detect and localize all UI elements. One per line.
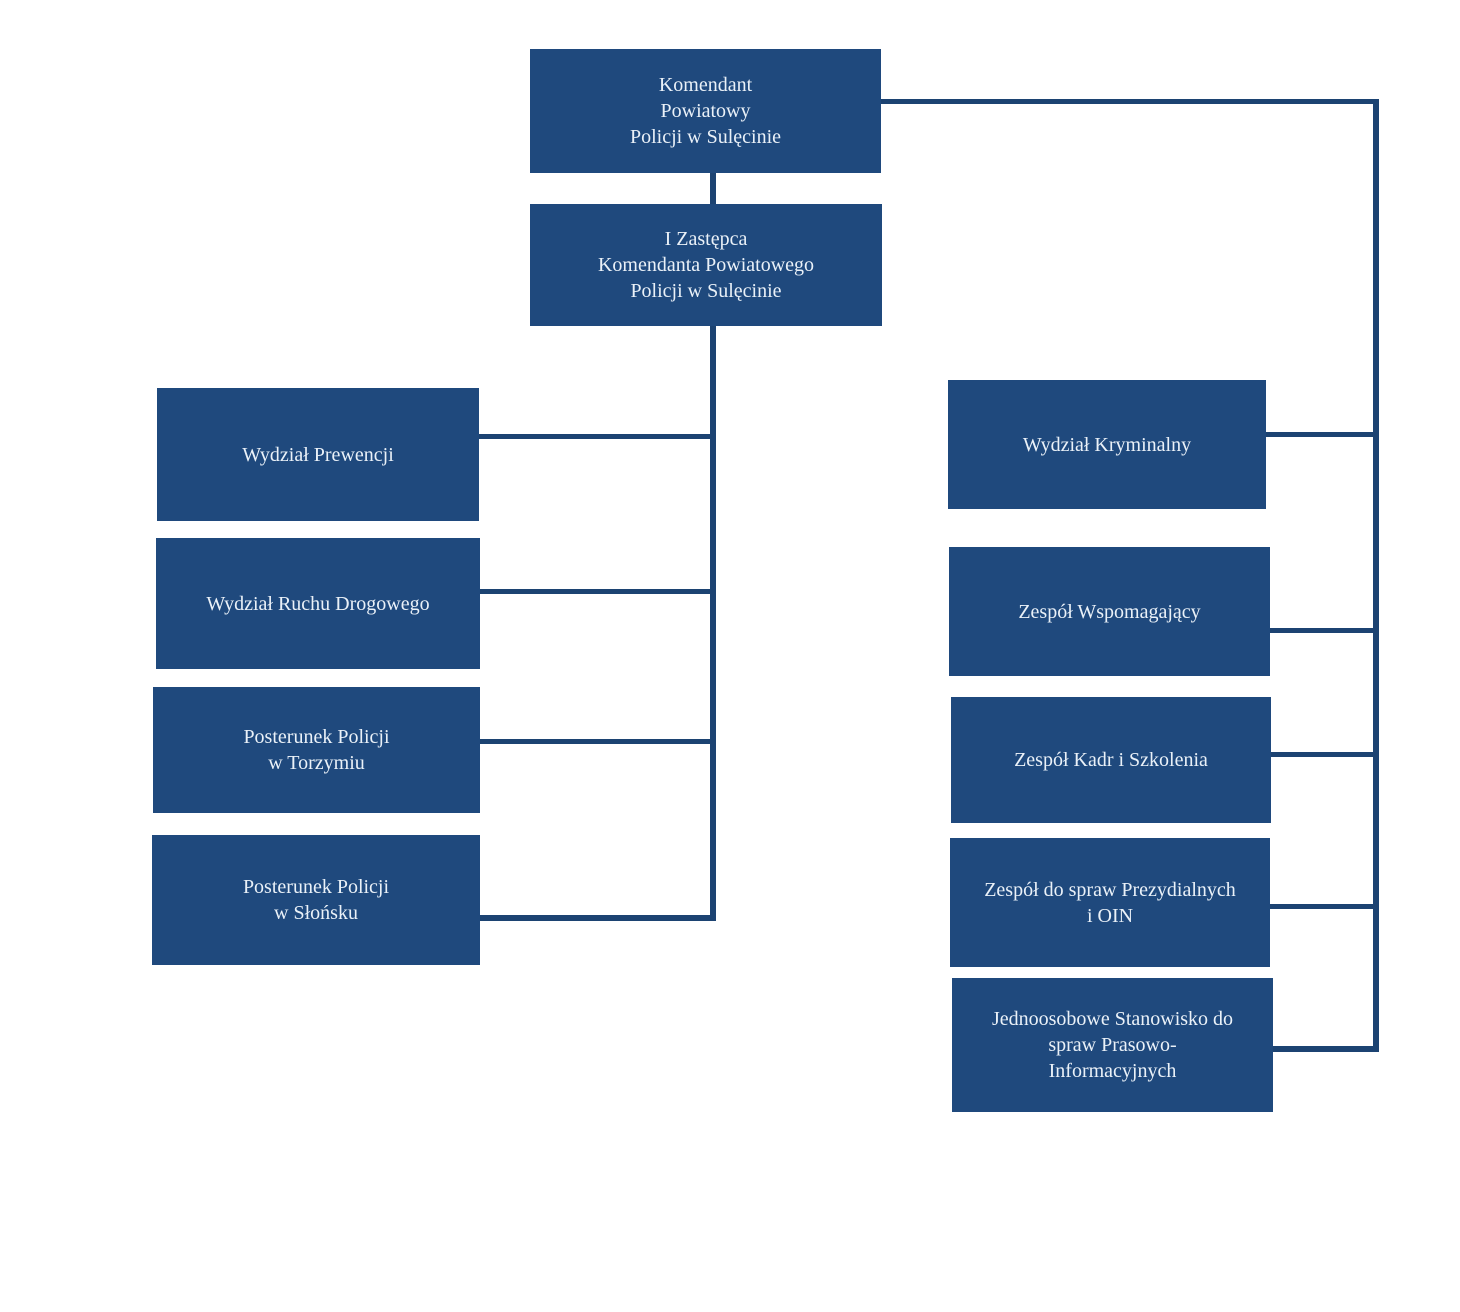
org-node-prezydialne-label: Zespół do spraw Prezydialnych i OIN	[984, 878, 1236, 927]
connector-komendant-right	[881, 99, 1379, 104]
org-node-zastepca-label: I Zastępca Komendanta Powiatowego Policj…	[597, 228, 815, 302]
org-node-prewencji: Wydział Prewencji	[157, 388, 479, 521]
connector-prasowe	[1273, 1046, 1373, 1052]
org-node-kryminalny-label: Wydział Kryminalny	[1022, 433, 1192, 456]
org-node-kadr-label: Zespół Kadr i Szkolenia	[1014, 749, 1208, 771]
connector-kryminalny	[1266, 432, 1373, 437]
org-node-prasowe: Jednoosobowe Stanowisko do spraw Prasowo…	[952, 978, 1273, 1112]
org-node-ruch-drogowy-label: Wydział Ruchu Drogowego	[206, 592, 430, 615]
connector-kadr	[1271, 752, 1373, 757]
connector-prezydialne	[1270, 904, 1373, 909]
org-node-komendant-label: Komendant Powiatowy Policji w Sulęcinie	[629, 74, 782, 148]
connector-right-trunk	[1373, 99, 1379, 1052]
org-node-torzymiu-label: Posterunek Policji w Torzymiu	[243, 726, 390, 774]
org-node-slonsk-label: Posterunek Policji w Słońsku	[242, 876, 390, 924]
org-node-kadr: Zespół Kadr i Szkolenia	[951, 697, 1271, 823]
org-node-slonsk: Posterunek Policji w Słońsku	[152, 835, 480, 965]
org-node-zastepca: I Zastępca Komendanta Powiatowego Policj…	[530, 204, 882, 326]
connector-slonsk	[480, 915, 710, 921]
org-node-prezydialne: Zespół do spraw Prezydialnych i OIN	[950, 838, 1270, 967]
org-node-wspomagajacy: Zespół Wspomagający	[949, 547, 1270, 676]
connector-left-trunk	[710, 325, 716, 921]
org-node-ruch-drogowy: Wydział Ruchu Drogowego	[156, 538, 480, 669]
connector-prewencji	[479, 434, 710, 439]
connector-wspomagajacy	[1270, 628, 1373, 633]
connector-torzymiu	[480, 739, 710, 744]
org-node-torzymiu: Posterunek Policji w Torzymiu	[153, 687, 480, 813]
org-node-wspomagajacy-label: Zespół Wspomagający	[1018, 600, 1201, 623]
connector-ruch-drogowy	[480, 589, 710, 594]
connector-komendant-zastepca	[710, 173, 716, 206]
org-node-komendant: Komendant Powiatowy Policji w Sulęcinie	[530, 49, 881, 173]
org-node-kryminalny: Wydział Kryminalny	[948, 380, 1266, 509]
org-node-prasowe-label: Jednoosobowe Stanowisko do spraw Prasowo…	[991, 1008, 1234, 1082]
org-node-prewencji-label: Wydział Prewencji	[242, 443, 394, 466]
